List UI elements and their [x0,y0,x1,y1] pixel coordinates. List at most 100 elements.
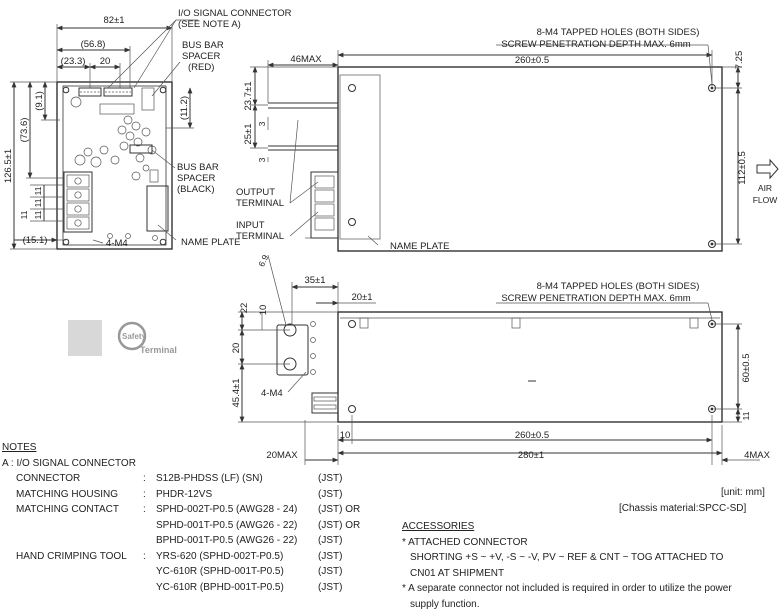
bottom-holes-2: SCREW PENETRATION DEPTH MAX. 6mm [501,293,690,304]
side-237: 23.7±1 [243,82,254,111]
bottom-35: 35±1 [304,275,325,286]
bottom-22: 22 [239,303,250,314]
bus-bar-spacer [276,324,309,376]
output-1: OUTPUT [236,187,275,198]
accessories-l4: * A separate connector not included is r… [402,583,732,594]
note-part: YRS-620 (SPHD-002T-P0.5) [156,550,284,562]
dim-9: (9.1) [34,91,45,111]
bottom-454: 45.4±1 [231,379,242,408]
note-part: S12B-PHDSS (LF) (SN) [156,473,263,484]
notes-a-title: A : I/O SIGNAL CONNECTOR [2,457,136,469]
note-sep: : [143,473,146,484]
io-connector-b [103,87,133,97]
accessories-l5: supply function. [410,598,480,610]
bottom-11: 11 [741,411,751,420]
black-spacer-1: BUS BAR [177,162,219,173]
bottom-20: 20 [231,343,242,354]
note-maker: (JST) [318,488,343,500]
side-725: 7.25 [734,51,745,70]
bottom-mount: 4-M4 [261,388,283,399]
hole-mark [159,238,167,246]
note-maker: (JST) [318,550,343,562]
dim-20: 20 [100,56,111,67]
dim-11c: 11 [33,210,43,219]
terminal-block [63,171,93,233]
side-hole [348,84,356,92]
dim-23: (23.3) [61,56,86,67]
dim-73: (73.6) [19,118,30,143]
side-holes-1: 8-M4 TAPPED HOLES (BOTH SIDES) [537,27,700,38]
accessories-l3: CN01 AT SHIPMENT [410,567,505,579]
bottom-10a: 10 [258,305,269,316]
hole-mark [62,238,70,246]
accessories-l1: * ATTACHED CONNECTOR [402,536,528,548]
dim-15: (15.1) [23,235,48,246]
svg-text:Safety: Safety [122,332,147,341]
side-112: 112±0.5 [737,151,748,185]
front-name-plate: NAME PLATE [181,237,240,248]
chassis-label: [Chassis material:SPCC-SD] [619,503,747,514]
side-outline-top [337,66,723,252]
dim-126: 126.5±1 [3,149,14,183]
input-2: TERMINAL [236,231,284,242]
red-spacer-2: SPACER [182,51,221,62]
unit-label: [unit: mm] [721,487,765,498]
side-3a: 3 [257,121,267,126]
hole-mark [159,86,167,94]
pcb [62,85,167,246]
accessories-block: ACCESSORIES * ATTACHED CONNECTOR SHORTIN… [402,519,732,612]
notes-block: NOTES A : I/O SIGNAL CONNECTOR [2,440,136,471]
air-flow-arrow-icon [756,158,779,180]
note-part: YC-610R (SPHD-001T-P0.5) [156,566,284,577]
svg-text:Terminal: Terminal [140,345,177,355]
front-view: 82±1 (56.8) (23.3) 20 I/O SIGNAL CONNECT… [3,8,292,250]
output-2: TERMINAL [236,198,284,209]
gray-swatch [68,320,102,356]
note-sep: : [143,504,146,515]
note-maker: (JST) [318,581,343,593]
note-label: MATCHING CONTACT [16,504,119,515]
side-holes-2: SCREW PENETRATION DEPTH MAX. 6mm [501,39,690,50]
side-hole [348,218,356,226]
io-label-1: I/O SIGNAL CONNECTOR [178,8,292,19]
side-view-top: 8-M4 TAPPED HOLES (BOTH SIDES) SCREW PEN… [236,27,779,252]
note-maker: (JST) OR [318,504,361,515]
bottom-len260: 260±0.5 [515,430,549,441]
front-mount: 4-M4 [106,238,128,249]
dim-11b: 11 [33,198,43,207]
side-25: 25±1 [243,123,254,144]
black-spacer-3: (BLACK) [177,184,214,195]
note-part: SPHD-002T-P0.5 (AWG28 - 24) [156,504,298,515]
side-len260: 260±0.5 [515,55,549,66]
note-part: YC-610R (BPHD-001T-P0.5) [156,581,284,593]
note-part: BPHD-001T-P0.5 (AWG26 - 22) [156,535,298,546]
note-sep: : [143,550,146,562]
accessories-l2: SHORTING +S ~ +V, -S ~ -V, PV ~ REF & CN… [410,552,724,563]
input-1: INPUT [236,220,265,231]
bottom-10b: 10 [340,430,351,441]
io-label-2: (SEE NOTE A) [178,19,241,30]
side-3b: 3 [257,157,267,162]
side-view-bottom: 8-M4 TAPPED HOLES (BOTH SIDES) SCREW PEN… [231,253,771,465]
note-part: SPHD-001T-P0.5 (AWG26 - 22) [156,519,298,531]
dim-11d: 11 [19,210,29,219]
bottom-20a: 20±1 [351,292,372,303]
air-1: AIR [758,183,772,193]
bottom-len280: 280±1 [518,450,544,461]
bottom-holes-1: 8-M4 TAPPED HOLES (BOTH SIDES) [537,281,700,292]
black-spacer-2: SPACER [177,173,216,184]
bottom-69: 6.9 [256,253,270,268]
note-maker: (JST) [318,566,343,577]
red-spacer-1: BUS BAR [182,40,224,51]
note-sep: : [143,488,146,500]
side-max46: 46MAX [290,54,322,65]
bottom-terminal [311,392,339,414]
dim-11-2: (11.2) [179,96,190,120]
dim-11a: 11 [33,186,43,195]
hole-mark [62,86,70,94]
note-maker: (JST) [318,535,343,546]
note-maker: (JST) [318,473,343,484]
name-plate-area [146,185,169,232]
side-outline-bottom [337,311,723,423]
